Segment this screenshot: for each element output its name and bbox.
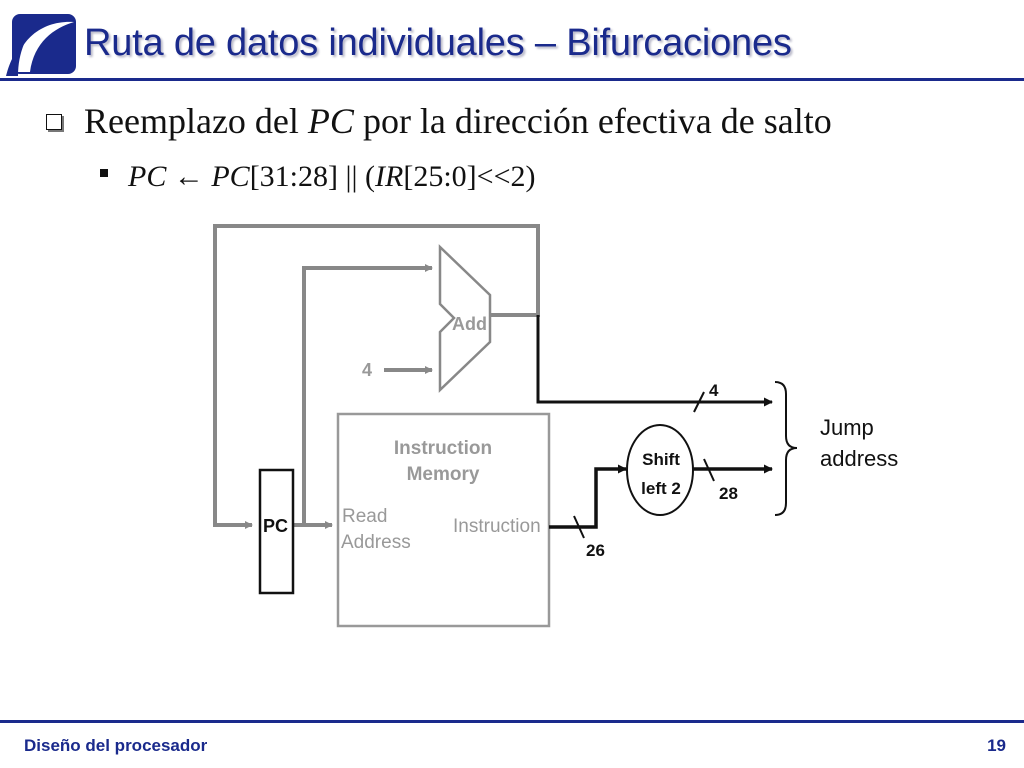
checkbox-bullet-icon	[46, 113, 62, 130]
university-logo	[6, 14, 76, 76]
read-address-line1: Read	[342, 506, 387, 527]
sub-bullet-pc-2: PC	[211, 160, 250, 193]
imem-title-line2: Memory	[407, 464, 480, 485]
bus-width-4: 4	[709, 381, 719, 400]
sub-bullet-range: [31:28] || (	[249, 160, 376, 193]
sub-bullet-pc: PC	[128, 160, 167, 193]
main-bullet: Reemplazo del PC por la dirección efecti…	[46, 100, 832, 142]
jump-address-line2: address	[820, 446, 898, 471]
bus-width-26: 26	[586, 541, 605, 560]
adder-label: Add	[452, 314, 487, 334]
slide-title: Ruta de datos individuales – Bifurcacion…	[84, 22, 792, 64]
instruction-port-label: Instruction	[453, 516, 541, 537]
adder-unit	[438, 244, 492, 393]
main-bullet-text-1: Reemplazo del	[84, 101, 308, 141]
footer-course-title: Diseño del procesador	[24, 736, 208, 755]
square-bullet-icon	[100, 169, 108, 178]
page-number: 19	[987, 736, 1006, 755]
sub-bullet: PC ← PC[31:28] || (IR[25:0]<<2)	[100, 160, 536, 194]
imem-title-line1: Instruction	[394, 438, 492, 459]
constant-four-label: 4	[362, 360, 372, 380]
pc-upper-bits-wire	[536, 315, 773, 407]
shift-label-line2: left 2	[641, 479, 681, 498]
jump-address-line1: Jump	[820, 415, 874, 440]
pc-feedback-wire	[213, 224, 540, 529]
shift-label-line1: Shift	[642, 450, 680, 469]
sub-bullet-shift: [25:0]<<2)	[403, 160, 536, 193]
pc-register-label: PC	[263, 516, 288, 536]
bus-slash-28	[703, 458, 715, 482]
bus-width-28: 28	[719, 484, 738, 503]
main-bullet-text-2: por la dirección efectiva de salto	[353, 101, 832, 141]
instruction-to-shift-wire	[549, 464, 627, 529]
bus-slash-4	[693, 391, 705, 413]
read-address-line2: Address	[341, 532, 411, 553]
shift-left-unit	[626, 424, 694, 516]
pc-register	[258, 468, 295, 595]
title-divider	[0, 78, 1024, 81]
jump-brace	[774, 381, 798, 516]
footer-divider	[0, 720, 1024, 723]
pc-to-add-wire	[302, 264, 433, 525]
instruction-memory	[336, 412, 551, 628]
sub-bullet-ir: IR	[375, 160, 404, 193]
main-bullet-pc: PC	[307, 101, 354, 141]
left-arrow-icon: ←	[166, 160, 212, 193]
bus-slash-26	[573, 515, 585, 539]
